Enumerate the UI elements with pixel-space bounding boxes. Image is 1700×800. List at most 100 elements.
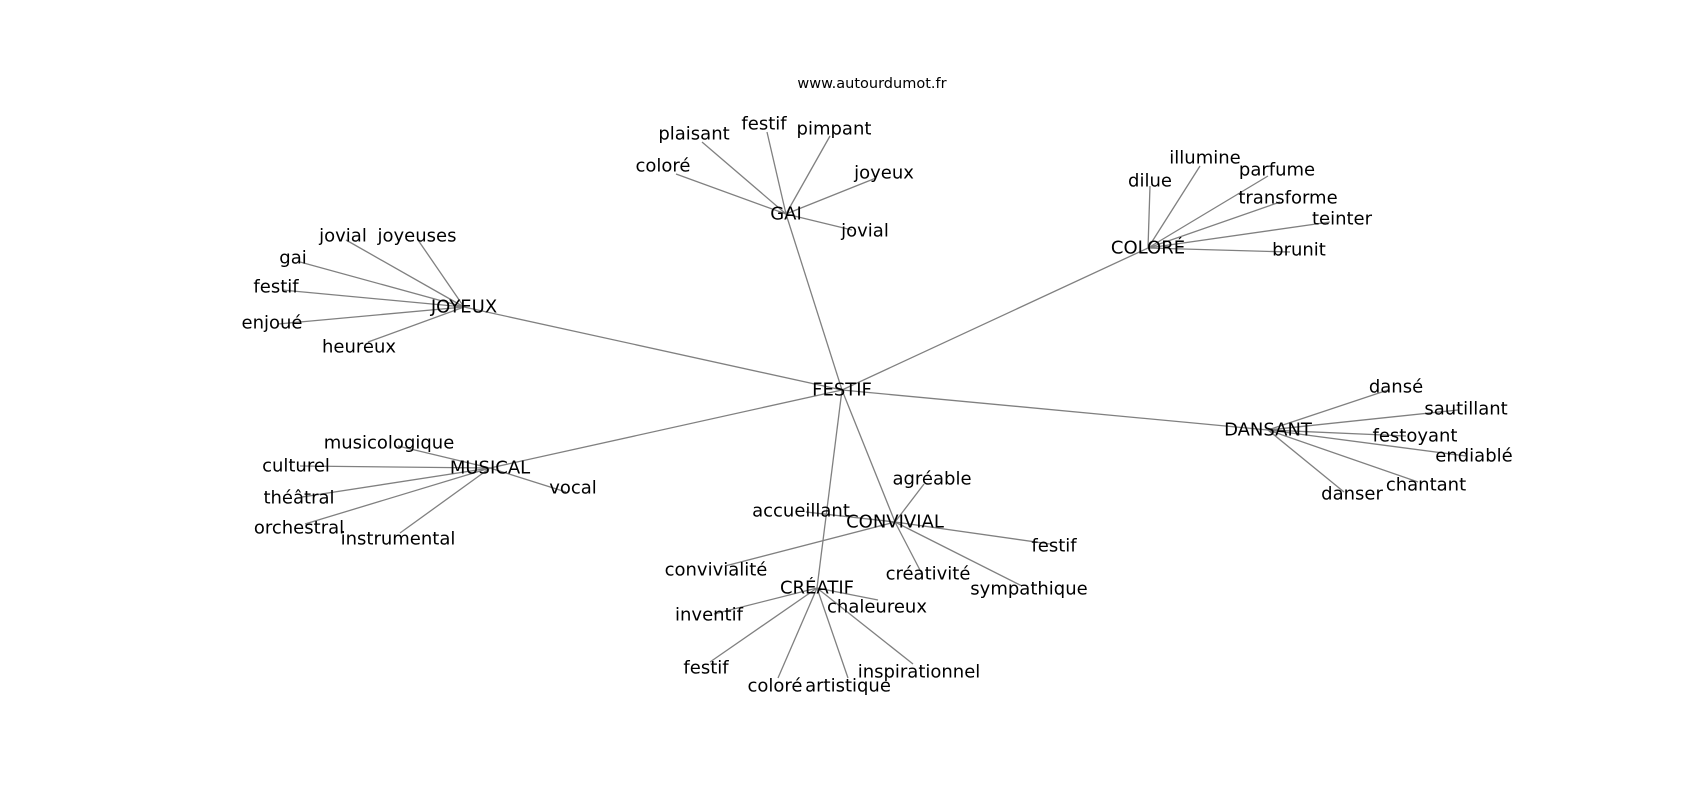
neighbor-node-label: artistique: [805, 676, 891, 697]
edge-hub-to-neighbor: [785, 135, 831, 215]
neighbor-node-label: teinter: [1312, 209, 1373, 230]
edge-hub-to-neighbor: [397, 445, 491, 469]
edge-hub-to-neighbor: [785, 213, 853, 231]
site-url: www.autourdumot.fr: [797, 76, 946, 92]
edge-hub-to-neighbor: [816, 587, 914, 665]
neighbor-node-label: chaleureux: [827, 597, 927, 618]
neighbor-node-label: heureux: [322, 337, 396, 358]
neighbor-node-label: dilue: [1128, 171, 1172, 192]
graph-edges: [277, 131, 1467, 679]
edge-hub-to-neighbor: [489, 467, 567, 493]
graph-labels: FESTIF GAI plaisant festif pimpant coloré joye…: [242, 114, 1513, 697]
edge-center-to-hub: [841, 389, 1269, 431]
neighbor-node-label: accueillant: [752, 501, 850, 522]
neighbor-node-label: pimpant: [797, 119, 872, 140]
edge-hub-to-neighbor: [399, 467, 491, 534]
neighbor-node-label: enjoué: [242, 313, 303, 334]
edge-hub-to-neighbor: [345, 239, 465, 308]
hub-node-label: JOYEUX: [430, 297, 497, 318]
edge-hub-to-neighbor: [277, 306, 465, 325]
edge-hub-to-neighbor: [367, 306, 465, 343]
hub-node-label: CONVIVIAL: [846, 512, 944, 533]
neighbor-node-label: jovial: [318, 226, 367, 247]
neighbor-node-label: endiablé: [1435, 446, 1512, 467]
edge-hub-to-neighbor: [299, 261, 465, 308]
neighbor-node-label: jovial: [840, 221, 889, 242]
edge-hub-to-neighbor: [766, 131, 787, 215]
neighbor-node-label: plaisant: [658, 124, 729, 145]
edge-center-to-hub: [841, 389, 896, 523]
neighbor-node-label: vocal: [549, 478, 597, 499]
neighbor-node-label: agréable: [892, 469, 971, 490]
edge-hub-to-neighbor: [816, 587, 879, 601]
neighbor-node-label: transforme: [1238, 188, 1337, 209]
neighbor-node-label: inspirationnel: [858, 662, 981, 683]
neighbor-node-label: dansé: [1369, 377, 1423, 398]
neighbor-node-label: chantant: [1386, 475, 1466, 496]
hub-node-label: DANSANT: [1224, 420, 1313, 441]
edge-hub-to-neighbor: [816, 587, 849, 679]
edge-hub-to-neighbor: [675, 173, 787, 215]
edge-hub-to-neighbor: [301, 467, 491, 498]
neighbor-node-label: théâtral: [263, 488, 334, 509]
edge-hub-to-neighbor: [304, 467, 491, 525]
edge-hub-to-neighbor: [894, 521, 1023, 587]
neighbor-node-label: festoyant: [1372, 426, 1457, 447]
edge-hub-to-neighbor: [1147, 175, 1269, 249]
neighbor-node-label: festif: [683, 658, 729, 679]
edge-hub-to-neighbor: [299, 465, 491, 469]
edge-hub-to-neighbor: [1147, 247, 1291, 253]
edge-hub-to-neighbor: [894, 521, 1051, 545]
neighbor-node-label: coloré: [635, 156, 690, 177]
neighbor-node-label: inventif: [675, 605, 744, 626]
edge-hub-to-neighbor: [709, 587, 818, 663]
edge-hub-to-neighbor: [1147, 165, 1201, 249]
neighbor-node-label: festif: [253, 277, 299, 298]
edge-hub-to-neighbor: [1147, 185, 1151, 249]
edge-hub-to-neighbor: [805, 511, 896, 523]
hub-node-label: COLORÉ: [1111, 237, 1185, 259]
edge-center-to-hub: [785, 213, 843, 391]
neighbor-node-label: coloré: [747, 676, 802, 697]
neighbor-node-label: parfume: [1239, 160, 1315, 181]
neighbor-node-label: sympathique: [970, 579, 1087, 600]
neighbor-node-label: illumine: [1169, 148, 1240, 169]
neighbor-node-label: créativité: [886, 564, 971, 585]
neighbor-node-label: instrumental: [341, 529, 456, 550]
edge-hub-to-neighbor: [1267, 429, 1407, 437]
neighbor-node-label: festif: [741, 114, 787, 135]
edge-hub-to-neighbor: [701, 141, 787, 215]
edge-hub-to-neighbor: [724, 521, 896, 567]
edge-hub-to-neighbor: [1147, 221, 1331, 249]
edge-hub-to-neighbor: [1267, 389, 1389, 431]
edge-center-to-hub: [816, 389, 843, 589]
neighbor-node-label: musicologique: [324, 433, 455, 454]
neighbor-node-label: festif: [1031, 536, 1077, 557]
edge-center-to-hub: [489, 389, 843, 469]
edge-hub-to-neighbor: [1267, 429, 1467, 457]
hub-node-label: GAI: [770, 204, 802, 225]
edge-hub-to-neighbor: [417, 239, 465, 308]
neighbor-node-label: sautillant: [1424, 399, 1507, 420]
neighbor-node-label: culturel: [262, 456, 330, 477]
edge-hub-to-neighbor: [894, 483, 925, 523]
edge-hub-to-neighbor: [777, 587, 818, 679]
hub-node-label: CRÉATIF: [780, 577, 854, 599]
edge-hub-to-neighbor: [894, 521, 923, 575]
edge-center-to-hub: [463, 306, 843, 391]
edge-hub-to-neighbor: [1147, 201, 1281, 249]
neighbor-node-label: brunit: [1272, 240, 1326, 261]
edge-hub-to-neighbor: [281, 289, 465, 308]
neighbor-node-label: convivialité: [665, 560, 768, 581]
center-node-label: FESTIF: [812, 380, 872, 401]
neighbor-node-label: joyeux: [853, 163, 914, 184]
edge-hub-to-neighbor: [1267, 429, 1345, 493]
neighbor-node-label: joyeuses: [377, 226, 457, 247]
edge-hub-to-neighbor: [713, 587, 818, 615]
edge-hub-to-neighbor: [1267, 409, 1459, 431]
neighbor-node-label: gai: [279, 248, 306, 269]
neighbor-node-label: orchestral: [254, 518, 344, 539]
neighbor-node-label: danser: [1321, 484, 1383, 505]
edge-hub-to-neighbor: [785, 177, 877, 215]
